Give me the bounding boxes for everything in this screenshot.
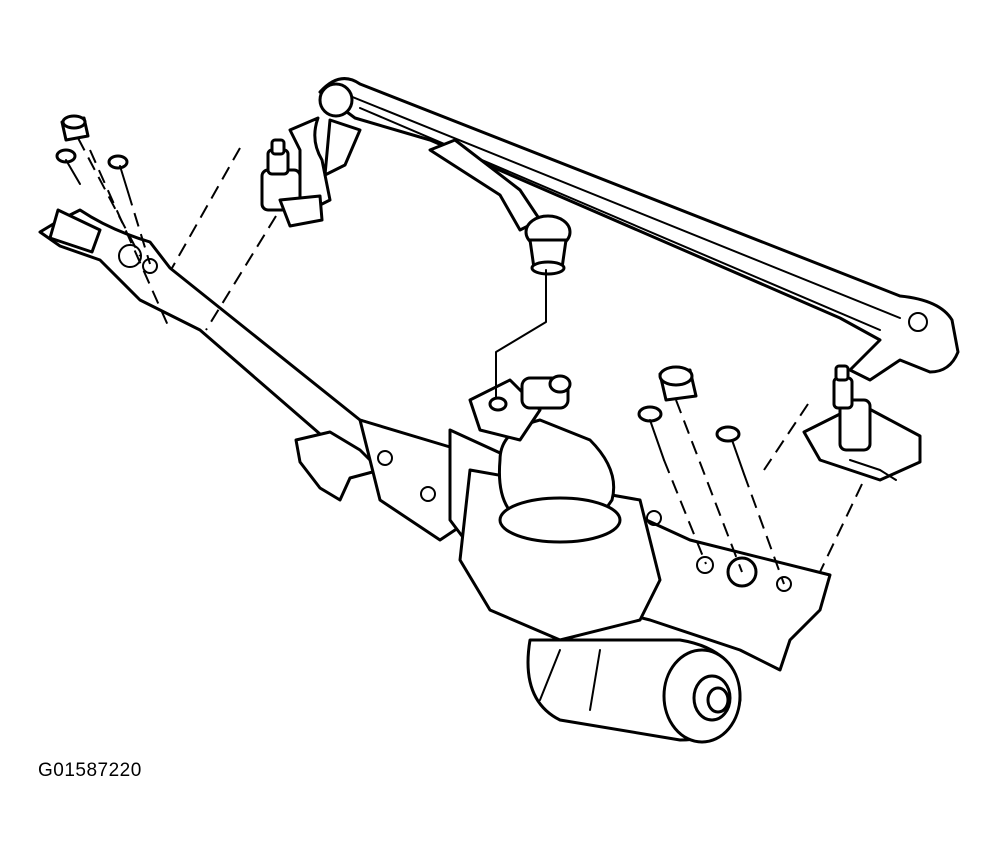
lower-frame-bar [38,208,482,492]
left-wiper-pivot [260,138,324,228]
figure-code-label: G01587220 [38,760,142,781]
upper-drive-link [318,77,960,382]
alignment-leader-lines [77,137,863,585]
right-wiper-pivot [802,364,922,482]
left-bolt-1 [55,148,81,185]
right-bolt-2 [715,425,745,475]
right-bolt-1 [637,405,665,461]
left-bolt-2 [107,154,129,193]
left-nut [60,114,90,142]
right-nut [658,365,698,402]
motor-gearbox-cover [468,374,622,544]
motor-side-bracket [294,418,472,542]
crank-ball-joint [428,138,572,276]
